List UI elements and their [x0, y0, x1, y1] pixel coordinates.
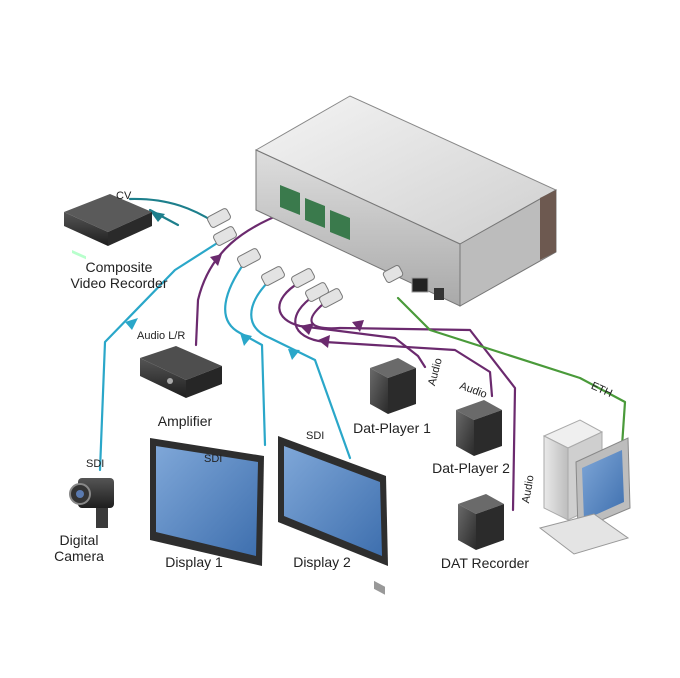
- label-sdi-camera: SDI: [86, 458, 105, 470]
- digital-camera-device: [69, 478, 114, 528]
- cable-sdi-display1: [224, 260, 267, 447]
- amplifier-device: [140, 346, 222, 398]
- terminal-blocks: [280, 185, 350, 240]
- bnc-connectors: [207, 208, 404, 308]
- label-dat-player-1: Dat-Player 1: [353, 420, 431, 436]
- arrow-amp: [210, 254, 222, 266]
- dat-recorder-device: [458, 494, 504, 550]
- dat-player-2-device: [456, 400, 502, 456]
- arrow-cv: [150, 211, 165, 222]
- dat-player-1-device: [370, 358, 416, 595]
- main-switcher-unit: [254, 95, 558, 307]
- cable-audio-player1: [278, 280, 427, 369]
- arrow-player2: [318, 335, 330, 348]
- cable-audio-amplifier: [194, 210, 288, 347]
- cable-audio-player2: [294, 293, 494, 398]
- arrow-display1: [240, 333, 252, 346]
- arrow-camera: [125, 318, 138, 330]
- label-display-2: Display 2: [293, 554, 351, 570]
- cables: [98, 197, 627, 512]
- computer-device: [538, 419, 631, 555]
- label-cv: CV: [116, 190, 132, 202]
- arrow-display2: [288, 349, 300, 360]
- label-dat-player-2: Dat-Player 2: [432, 460, 510, 476]
- display-1-device: [150, 438, 264, 566]
- cable-audio-recorder: [310, 298, 517, 512]
- arrow-player1: [300, 323, 314, 335]
- label-digital-camera: Digital Camera: [54, 532, 104, 564]
- label-sdi-display2: SDI: [306, 430, 325, 442]
- label-amplifier: Amplifier: [157, 413, 213, 429]
- label-display-1: Display 1: [165, 554, 223, 570]
- label-dat-recorder: DAT Recorder: [440, 555, 530, 571]
- ethernet-port: [411, 277, 429, 293]
- power-jack: [434, 288, 444, 300]
- label-composite-recorder: Composite Video Recorder: [70, 259, 168, 291]
- arrow-recorder: [352, 320, 364, 332]
- cable-eth: [396, 296, 627, 448]
- label-audio-lr: Audio L/R: [137, 330, 186, 342]
- display-2-device: [278, 436, 388, 566]
- label-sdi-display1: SDI: [204, 453, 223, 465]
- cable-sdi-display2: [250, 278, 352, 460]
- composite-recorder-device: [64, 194, 152, 260]
- cable-sdi-camera: [98, 238, 224, 472]
